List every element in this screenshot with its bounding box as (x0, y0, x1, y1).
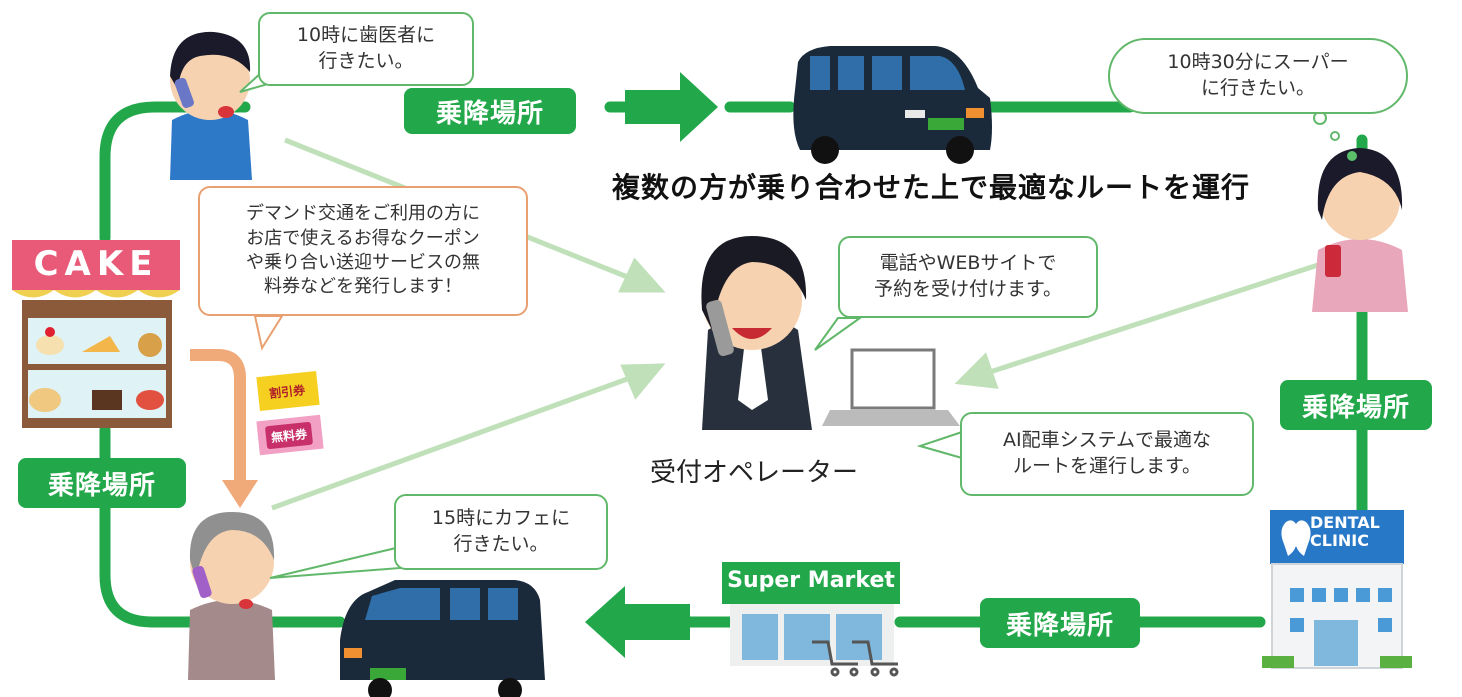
laptop-icon (822, 348, 960, 426)
thought-dot (1330, 131, 1340, 141)
dental-sign-line: DENTAL (1310, 513, 1380, 532)
woman-phone-icon (1312, 148, 1408, 312)
speech-bubble-shop: デマンド交通をご利用の方に お店で使えるお得なクーポン や乗り合い送迎サービスの… (198, 186, 528, 316)
bubble-text: や乗り合い送迎サービスの無 (246, 252, 480, 273)
dental-clinic-icon (1262, 510, 1412, 669)
speech-bubble-phone: 電話やWEBサイトで 予約を受け付けます。 (838, 236, 1098, 318)
arrow-left-icon (585, 586, 690, 658)
coupon-arrow (190, 349, 246, 480)
headline: 複数の方が乗り合わせた上で最適なルートを運行 (612, 171, 1251, 204)
stop-label-bottom: 乗降場所 (980, 598, 1140, 648)
bubble-text: ルートを運行します。 (1012, 455, 1202, 477)
stop-label-right: 乗降場所 (1280, 380, 1432, 430)
operator-caption: 受付オペレーター (650, 458, 859, 488)
coupon-discount-icon (256, 370, 320, 412)
cake-sign: CAKE (33, 244, 159, 284)
bubble-text: 料券などを発行します！ (264, 276, 462, 298)
cake-shop-icon (12, 240, 180, 428)
supermarket-sign: Super Market (727, 568, 895, 593)
bubble-tail (269, 546, 402, 579)
bubble-text: デマンド交通をご利用の方に (246, 203, 480, 225)
bubble-text: に行きたい。 (1200, 77, 1315, 99)
bubble-text: 15時にカフェに (431, 507, 571, 530)
stop-label-top: 乗降場所 (404, 88, 576, 134)
bubble-tail (814, 317, 864, 351)
bubble-tail (916, 430, 963, 460)
dental-sign-line: CLINIC (1310, 531, 1369, 551)
bubble-text: 行きたい。 (453, 533, 549, 555)
thought-bubble-woman: 10時30分にスーパー に行きたい。 (1108, 38, 1408, 114)
communication-arrows (271, 137, 1319, 511)
bubble-text: 電話やWEBサイトで (879, 252, 1057, 275)
operator-icon (701, 236, 812, 430)
man-phone-icon (170, 31, 252, 180)
bubble-text: AI配車システムで最適な (1002, 429, 1212, 452)
supermarket-icon (722, 562, 900, 677)
bubble-text: お店で使えるお得なクーポン (246, 227, 480, 249)
speech-bubble-man: 10時に歯医者に 行きたい。 (258, 12, 474, 86)
elderly-woman-icon (188, 512, 275, 680)
bubble-text: 10時に歯医者に (296, 24, 436, 47)
bubble-tail (253, 315, 284, 351)
car-bottom-icon (340, 580, 545, 697)
bubble-text: 予約を受け付けます。 (873, 278, 1063, 300)
coupon-arrow-head (222, 480, 258, 508)
stop-label-left: 乗降場所 (18, 458, 186, 508)
coupon-discount-label: 割引券 (268, 383, 306, 401)
speech-bubble-ai: AI配車システムで最適な ルートを運行します。 (960, 412, 1254, 496)
speech-bubble-elder: 15時にカフェに 行きたい。 (394, 494, 608, 570)
car-top-icon (793, 46, 992, 164)
coupon-free-label: 無料券 (264, 421, 314, 450)
arrow-right-icon (625, 72, 718, 142)
bubble-text: 行きたい。 (318, 50, 414, 72)
dental-sign: DENTAL CLINIC (1310, 513, 1380, 551)
bubble-text: 10時30分にスーパー (1167, 51, 1349, 74)
